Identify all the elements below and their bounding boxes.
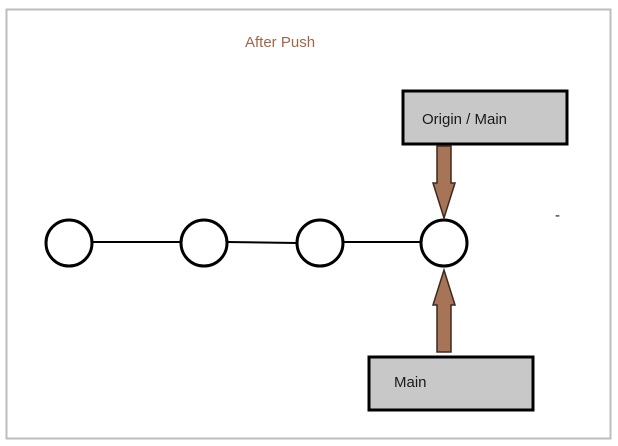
remote-ref-label: Origin / Main xyxy=(422,111,507,128)
remote-ref-arrow xyxy=(431,145,457,221)
history-line xyxy=(92,241,421,244)
commit-node xyxy=(295,218,345,268)
local-ref-label: Main xyxy=(394,374,427,391)
down-arrow-icon xyxy=(431,145,457,221)
local-ref-box: Main xyxy=(367,355,535,412)
commit-node xyxy=(44,218,94,268)
commit-node xyxy=(179,218,229,268)
stray-mark: - xyxy=(555,207,560,224)
remote-ref-rect xyxy=(401,89,569,146)
local-ref-arrow xyxy=(431,267,457,353)
remote-ref-box: Origin / Main xyxy=(401,89,569,146)
up-arrow-icon xyxy=(431,267,457,353)
local-ref-rect xyxy=(367,355,535,412)
commit-nodes xyxy=(44,218,469,268)
edge-c2-c3 xyxy=(226,241,298,244)
diagram-title: After Push xyxy=(245,34,315,51)
commit-node-head xyxy=(419,218,469,268)
